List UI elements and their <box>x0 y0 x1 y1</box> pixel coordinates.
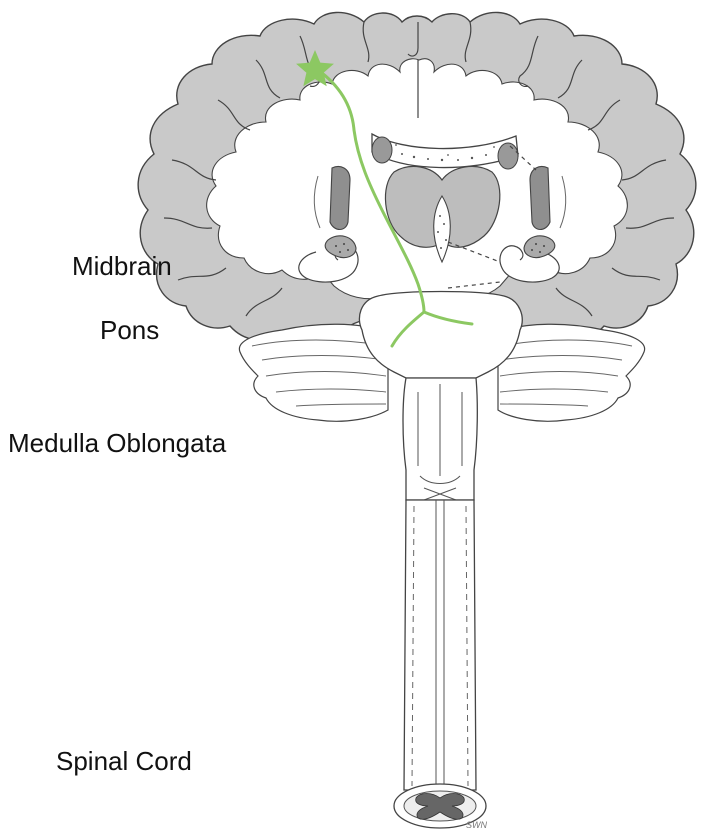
grey-matter-butterfly <box>415 793 465 820</box>
left-putamen <box>329 165 351 231</box>
left-claustrum <box>313 175 321 229</box>
sulci <box>163 21 675 317</box>
corticospinal-pathway <box>296 50 474 348</box>
star-icon <box>296 50 334 87</box>
left-cerebellar-hemisphere <box>238 323 389 422</box>
left-hippocampus <box>324 235 357 259</box>
hippocampus-stipple <box>335 243 545 253</box>
left-caudate-nucleus <box>371 136 393 164</box>
cerebrum <box>137 11 697 344</box>
brainstem <box>358 290 523 501</box>
third-ventricle <box>433 194 451 264</box>
right-claustrum <box>559 175 567 229</box>
label-pons: Pons <box>100 315 160 345</box>
cerebellum <box>238 323 646 422</box>
label-midbrain: Midbrain <box>72 251 172 281</box>
right-cerebellar-hemisphere <box>497 323 646 422</box>
spinal-midline <box>435 500 445 786</box>
spinal-cord-column <box>403 499 477 791</box>
spinal-tracts <box>411 505 469 787</box>
right-hippocampus <box>523 235 556 259</box>
label-medulla-oblongata: Medulla Oblongata <box>8 428 227 458</box>
right-putamen <box>529 165 551 231</box>
midbrain-pons <box>358 290 523 379</box>
pathway-line <box>316 68 474 348</box>
ventricle-stipple <box>437 215 447 249</box>
label-spinal-cord: Spinal Cord <box>56 746 192 776</box>
medulla-fissures <box>417 384 463 501</box>
leader-lines <box>447 145 537 289</box>
spinal-cord: SWN <box>393 499 487 830</box>
right-caudate-nucleus <box>497 142 519 170</box>
artist-signature: SWN <box>466 820 487 830</box>
